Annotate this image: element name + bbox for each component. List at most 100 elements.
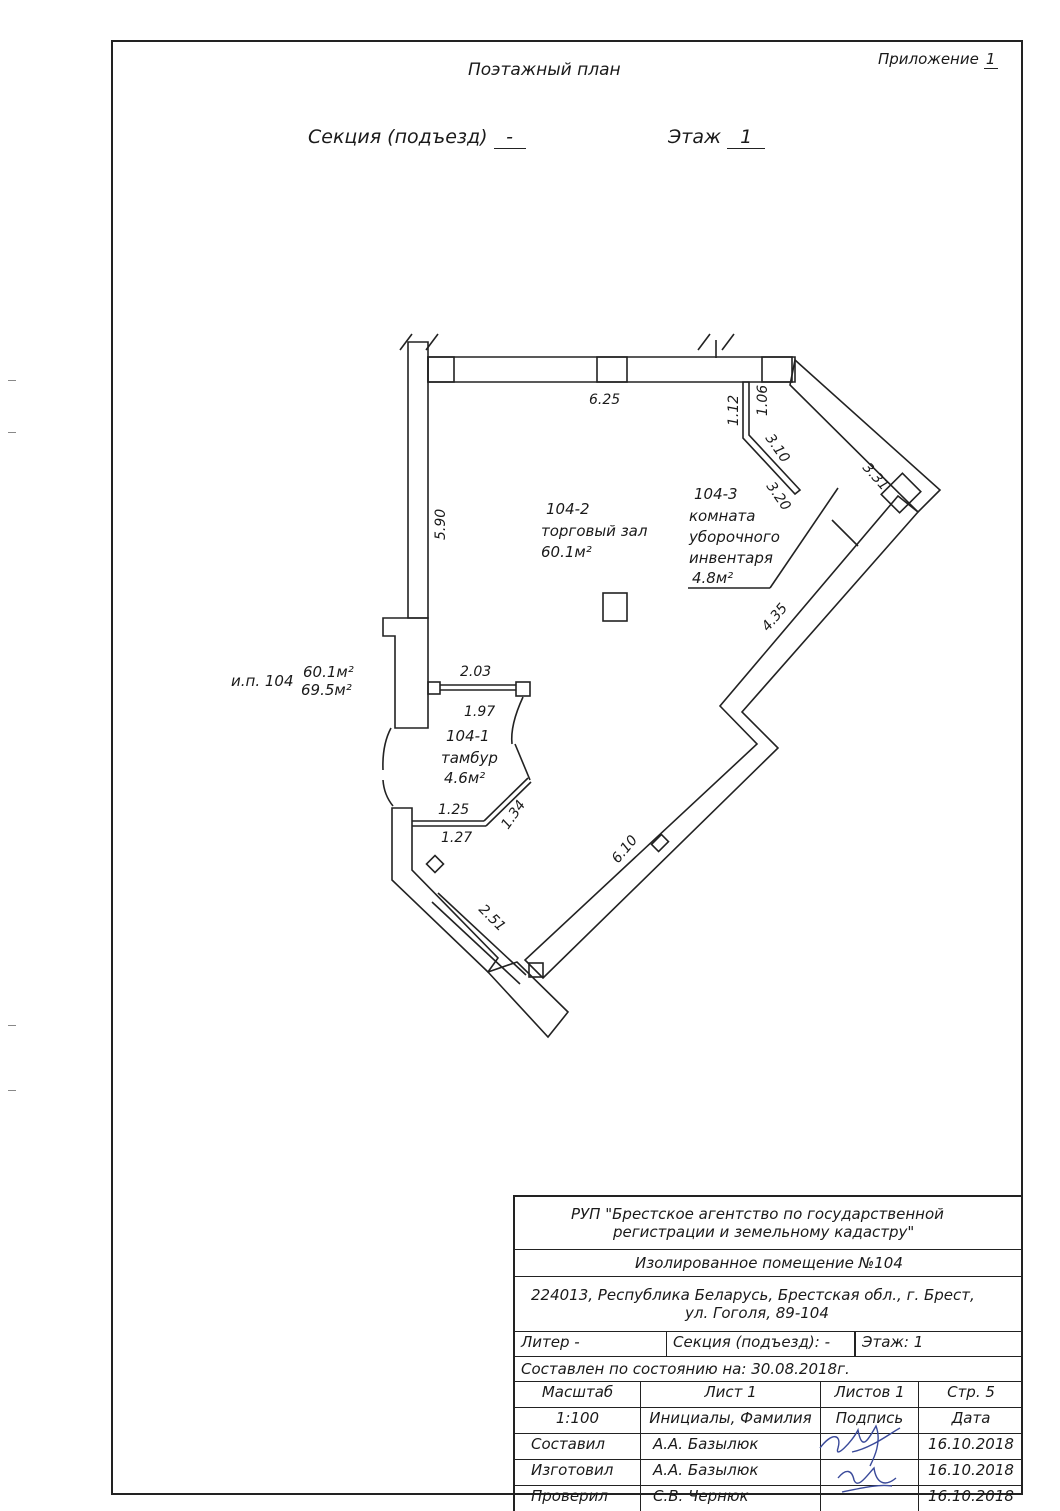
wall-break-mark (399, 333, 439, 351)
dim-197: 1.97 (464, 704, 495, 720)
drawing-sheet-frame (111, 40, 1023, 1495)
room-104-2-code: 104-2 (546, 500, 590, 518)
room-104-2-name: торговый зал (541, 522, 648, 540)
floor-label: Этаж (668, 126, 722, 148)
stamp-scale-value: 1:100 (515, 1408, 641, 1433)
stamp-role: Проверил (515, 1486, 641, 1511)
stamp-org: РУП "Брестское агентство по государствен… (515, 1197, 1023, 1250)
room-104-1-code: 104-1 (446, 727, 490, 745)
unit-label: и.п. 104 (231, 672, 294, 690)
room-104-3-name-3: инвентаря (689, 549, 773, 567)
unit-area-1: 60.1м² (303, 663, 354, 681)
floor-plan: 6.25 5.90 1.06 1.12 3.10 3.20 3.31 4.35 … (231, 333, 942, 1039)
section-header: Секция (подъезд) - (308, 126, 526, 149)
stamp-section: Секция (подъезд): - (667, 1332, 855, 1356)
column-box (761, 356, 793, 383)
stamp-h-page: Стр. 5 (947, 1383, 995, 1401)
entrance-door-arc (382, 727, 392, 771)
dim-top-wall: 6.25 (589, 392, 620, 408)
dim-610: 6.10 (609, 832, 641, 866)
scan-mark (8, 1025, 16, 1026)
wall-break-mark (697, 333, 735, 351)
door-swing (510, 696, 524, 745)
stamp-header-row: Масштаб Лист 1 Листов 1 Стр. 5 (515, 1382, 1023, 1408)
scan-mark (8, 1090, 16, 1091)
column-box (425, 854, 445, 874)
stamp-row-checked: Проверил С.В. Чернюк 16.10.2018 (515, 1486, 1023, 1511)
room-104-1-name: тамбур (441, 749, 498, 767)
leader-line (769, 487, 839, 589)
floor-header: Этаж 1 (668, 126, 766, 149)
cleaning-room-partition (742, 381, 802, 496)
stamp-address-line-1: 224013, Республика Беларусь, Брестская о… (531, 1286, 975, 1304)
column-box (880, 472, 922, 514)
dim-125: 1.25 (438, 802, 469, 818)
stamp-signature-cell (821, 1434, 919, 1459)
top-wall (427, 356, 796, 383)
column-box (427, 681, 441, 695)
dim-320: 3.20 (763, 479, 794, 514)
door-swing (514, 743, 531, 781)
column-box (427, 356, 455, 383)
scan-mark (8, 380, 16, 381)
room-104-2-area: 60.1м² (541, 543, 592, 561)
stamp-person: А.А. Базылюк (641, 1434, 821, 1459)
stamp-object: Изолированное помещение №104 (515, 1250, 1023, 1277)
stamp-address-line-2: ул. Гоголя, 89-104 (685, 1304, 829, 1322)
page-title: Поэтажный план (468, 60, 621, 80)
entrance-door-arc (382, 779, 394, 807)
appendix-number: 1 (983, 50, 998, 69)
room-104-3-area: 4.8м² (692, 569, 733, 587)
unit-area-2: 69.5м² (301, 681, 352, 699)
title-block: РУП "Брестское агентство по государствен… (513, 1195, 1023, 1511)
scan-mark (8, 432, 16, 433)
stamp-person: А.А. Базылюк (641, 1460, 821, 1485)
stamp-liter-row: Литер - Секция (подъезд): - Этаж: 1 (515, 1332, 1023, 1357)
stamp-subheader-row: 1:100 Инициалы, Фамилия Подпись Дата (515, 1408, 1023, 1434)
stamp-signature-header: Подпись (821, 1408, 919, 1433)
window-line (431, 901, 521, 985)
tambour-partition (483, 777, 529, 822)
floor-value: 1 (727, 126, 766, 149)
central-column (602, 592, 628, 622)
bottom-corner-block (486, 961, 570, 1039)
stamp-role: Составил (515, 1434, 641, 1459)
stamp-floor: Этаж: 1 (855, 1332, 1023, 1356)
dim-106: 1.06 (755, 385, 771, 416)
left-wall-upper (407, 341, 429, 619)
section-value: - (493, 126, 526, 149)
section-label: Секция (подъезд) (308, 126, 488, 148)
room-104-3-name-1: комната (689, 507, 755, 525)
room-104-3-code: 104-3 (694, 485, 738, 503)
stamp-org-line-1: РУП "Брестское агентство по государствен… (571, 1205, 944, 1223)
stamp-person: С.В. Чернюк (641, 1486, 821, 1511)
wall-opening-mark (650, 833, 670, 853)
stamp-date-header: Дата (951, 1409, 991, 1427)
stamp-address: 224013, Республика Беларусь, Брестская о… (515, 1277, 1023, 1332)
column-box (528, 962, 544, 978)
dim-435: 4.35 (759, 600, 791, 634)
dim-left-wall: 5.90 (433, 509, 449, 540)
stamp-row-made: Изготовил А.А. Базылюк 16.10.2018 (515, 1460, 1023, 1486)
dim-203: 2.03 (460, 664, 491, 680)
left-wall-pier (382, 617, 429, 729)
stamp-signature-cell (821, 1460, 919, 1485)
stamp-org-line-2: регистрации и земельному кадастру" (613, 1223, 915, 1241)
stamp-date: 16.10.2018 (928, 1461, 1014, 1479)
stamp-h-scale: Масштаб (515, 1382, 641, 1407)
appendix-text: Приложение (878, 50, 979, 68)
room-104-3-name-2: уборочного (688, 528, 780, 546)
stamp-initials-header: Инициалы, Фамилия (641, 1408, 821, 1433)
signature-scribble (819, 1424, 901, 1493)
room-104-1-area: 4.6м² (444, 769, 485, 787)
dim-251: 2.51 (475, 902, 508, 935)
stamp-h-sheets: Листов 1 (821, 1382, 919, 1407)
stamp-row-compiled: Составил А.А. Базылюк 16.10.2018 (515, 1434, 1023, 1460)
stamp-as-of: Составлен по состоянию на: 30.08.2018г. (521, 1360, 850, 1378)
dim-112: 1.12 (726, 395, 742, 426)
cleaning-room-door (831, 519, 859, 547)
column-box (515, 681, 531, 697)
appendix-label: Приложение 1 (878, 50, 998, 69)
lower-right-wall (523, 494, 920, 980)
stamp-date: 16.10.2018 (928, 1435, 1014, 1453)
